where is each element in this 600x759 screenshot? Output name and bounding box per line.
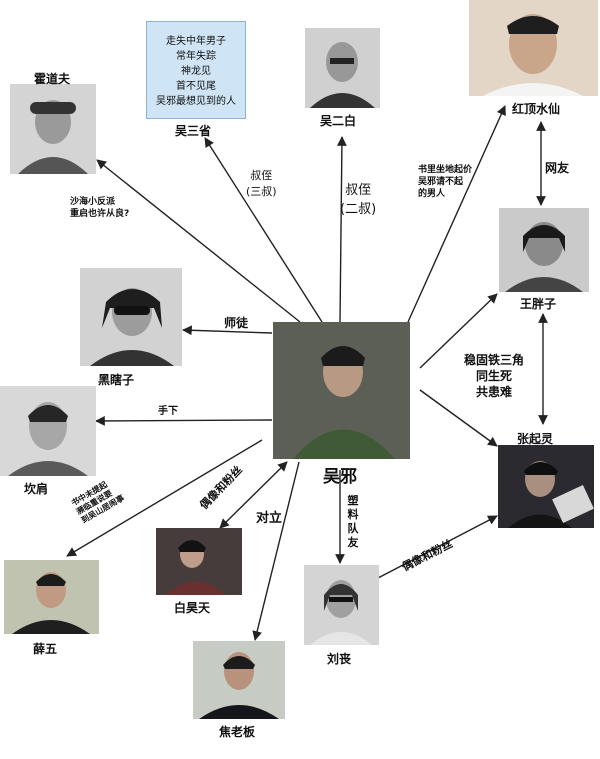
kanjian-name: 坎肩	[24, 482, 49, 496]
edge-huodaofu	[96, 159, 301, 323]
label-line: 沙海小反派	[70, 197, 116, 207]
edge-heixiazi	[182, 325, 273, 336]
heixiazi-name: 黑瞎子	[98, 373, 135, 387]
hongdingshuixian-photo	[469, 0, 598, 96]
wangyou-edge-label: 网友	[545, 161, 570, 175]
wuxie-name: 吴邪	[323, 467, 357, 487]
baihaotian-name: 白昊天	[174, 601, 211, 615]
liusang-name: 刘丧	[327, 652, 352, 666]
wangpangzi-name: 王胖子	[520, 297, 557, 311]
note-line: 常年失踪	[176, 51, 216, 62]
note-line: 吴邪最想见到的人	[156, 96, 236, 107]
edge-wusansheng	[204, 137, 323, 323]
label-line: 吴邪请不起	[418, 177, 464, 187]
label-line: 重启也许从良?	[70, 209, 130, 219]
label-line: 稳固铁三角	[464, 353, 525, 367]
zhangqiling-photo	[498, 445, 594, 528]
label-line: (二叔)	[340, 202, 377, 217]
huodaofu-name: 霍道夫	[34, 72, 71, 86]
edge-baihaotian	[219, 461, 288, 529]
note-line: 走失中年男子	[166, 36, 226, 47]
label-line: 叔侄	[345, 183, 372, 198]
jiaolaoban-photo	[193, 641, 285, 719]
wusansheng-name: 吴三省	[175, 124, 212, 138]
huodaofu-edge-label: 沙海小反派 重启也许从良?	[70, 196, 129, 220]
label-line: 叔侄	[250, 169, 273, 182]
wuerbai-edge-label: 叔侄 (二叔)	[340, 181, 376, 219]
edge-wuerbai	[337, 136, 347, 323]
edge-hongdingshuixian	[407, 105, 506, 323]
label-line: 同生死	[476, 369, 513, 383]
wusansheng-edge-label: 叔侄 (三叔)	[246, 168, 277, 200]
huodaofu-photo	[10, 84, 96, 174]
edge-zhangqiling	[419, 389, 498, 447]
label-line: 书里坐地起价	[418, 165, 473, 175]
hongdingshuixian-name: 红顶水仙	[512, 102, 561, 116]
edge-wangpangzi	[419, 293, 498, 369]
shitu-edge-label: 师徒	[224, 316, 249, 330]
label-line: (三叔)	[246, 185, 277, 198]
label-line: 共患难	[476, 385, 513, 399]
edge-xuewu	[66, 439, 263, 557]
liusang-edge-label: 塑料队友	[347, 494, 359, 549]
label-line: 的男人	[418, 189, 446, 199]
edge-jiaolaoban	[252, 461, 300, 641]
liusang-photo	[304, 565, 379, 645]
shouxia-edge-label: 手下	[158, 406, 178, 417]
edge-liusang-zhangqiling	[377, 515, 498, 579]
baihaotian-photo	[156, 528, 242, 595]
hongding-edge-label: 书里坐地起价 吴邪请不起 的男人	[418, 164, 472, 200]
jiaolaoban-name: 焦老板	[219, 725, 256, 739]
wuerbai-name: 吴二白	[320, 114, 357, 128]
heixiazi-photo	[80, 268, 182, 366]
wusansheng-note: 走失中年男子 常年失踪 神龙见 首不见尾 吴邪最想见到的人	[146, 21, 246, 119]
xuewu-photo	[4, 560, 99, 634]
kanjian-photo	[0, 386, 96, 476]
note-line: 神龙见	[181, 66, 211, 77]
wuerbai-photo	[305, 28, 380, 108]
wangpangzi-photo	[499, 208, 589, 292]
duili-edge-label: 对立	[256, 511, 283, 526]
wuxie-photo	[273, 322, 410, 459]
zhangqiling-name: 张起灵	[517, 432, 554, 446]
note-line: 首不见尾	[176, 81, 216, 92]
xuewu-name: 薛五	[33, 642, 58, 656]
edge-kanjian	[95, 416, 273, 426]
sanjiao-edge-label: 稳固铁三角 同生死 共患难	[464, 352, 524, 400]
